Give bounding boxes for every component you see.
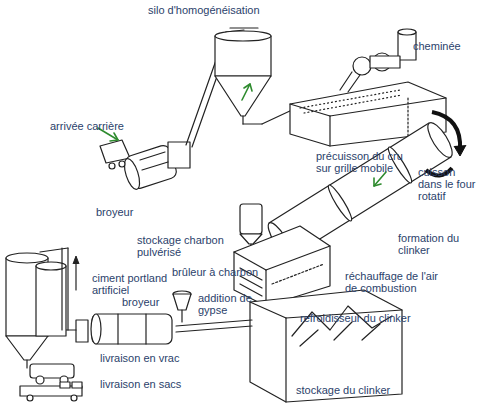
cement-silos (6, 248, 79, 360)
part-label: broyeur (96, 206, 133, 218)
part-label: précuisson du cru sur grille mobile (316, 150, 421, 174)
cement-mill (62, 314, 172, 344)
part-label: stockage charbon pulvérisé (137, 234, 232, 258)
clinker-storage (250, 290, 402, 402)
part-label: refroidisseur du clinker (300, 312, 411, 324)
homogenisation-silo (215, 28, 292, 124)
part-label: réchauffage de l'air de combustion (345, 270, 449, 294)
part-label: brûleur à charbon (172, 266, 258, 278)
part-label: formation du clinker (398, 232, 473, 256)
crusher (100, 140, 190, 191)
gypsum-hopper (173, 291, 191, 322)
part-label: broyeur (122, 296, 159, 308)
part-label: livraison en vrac (100, 352, 179, 364)
part-label: livraison en sacs (100, 378, 181, 390)
part-label: silo d'homogénéisation (148, 4, 260, 16)
part-label: addition de gypse (198, 292, 260, 316)
part-label: ciment portland artificiel (92, 272, 176, 296)
part-label: cheminée (413, 40, 461, 52)
part-label: arrivée carrière (50, 120, 124, 132)
part-label: stockage du clinker (296, 384, 390, 396)
part-label: cuisson dans le four rotatif (418, 166, 476, 202)
clinker-conveyor (176, 320, 252, 332)
delivery-vehicles (20, 360, 82, 401)
